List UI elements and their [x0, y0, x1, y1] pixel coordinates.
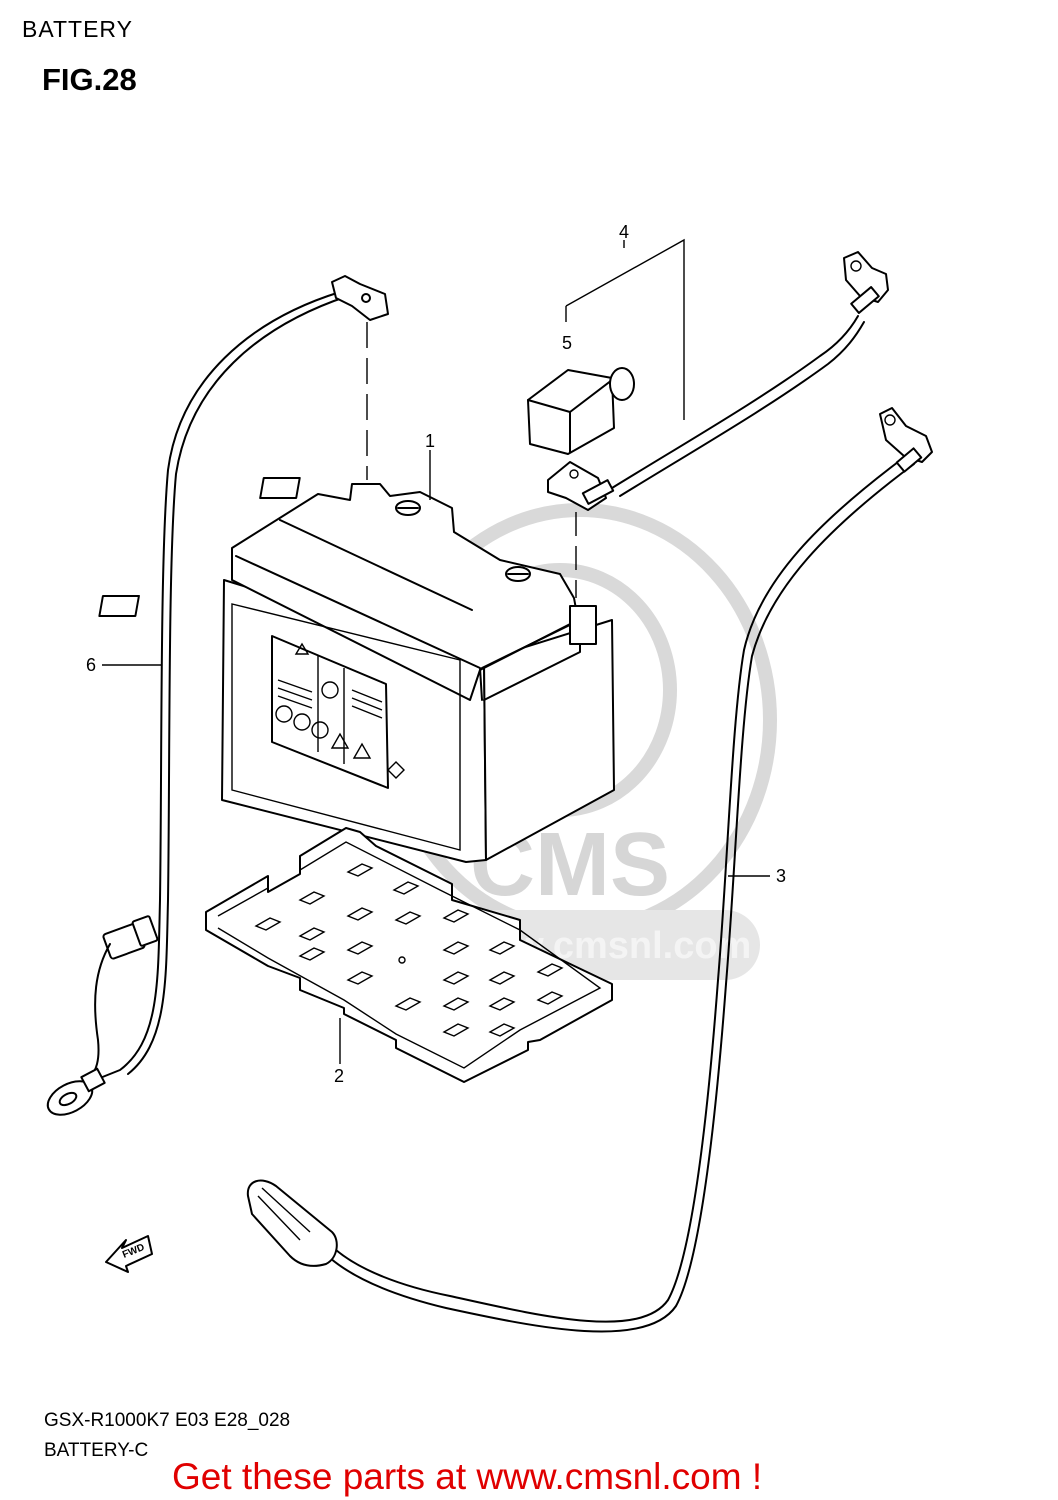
part-3-main-lead: 3	[246, 407, 933, 1333]
part-5-terminal-cover: 5	[527, 238, 685, 455]
diagram-code: GSX-R1000K7 E03 E28_028	[44, 1410, 291, 1431]
callout-2: 2	[334, 1066, 344, 1086]
callout-1: 1	[425, 431, 435, 451]
promo-link[interactable]: Get these parts at www.cmsnl.com !	[172, 1456, 763, 1497]
part-6-lead-wire: 6	[46, 275, 389, 1116]
callout-3: 3	[776, 866, 786, 886]
diagram-name: BATTERY-C	[44, 1440, 149, 1461]
part-1-battery: 1	[98, 431, 615, 863]
fwd-direction-arrow: FWD	[105, 1235, 153, 1273]
part-2-battery-tray: 2	[205, 827, 613, 1086]
part-4-positive-lead: 4	[547, 222, 889, 598]
figure-title: FIG.28	[42, 62, 137, 97]
section-title: BATTERY	[22, 16, 133, 42]
callout-4: 4	[619, 222, 629, 242]
callout-6: 6	[86, 655, 96, 675]
callout-5: 5	[562, 333, 572, 353]
